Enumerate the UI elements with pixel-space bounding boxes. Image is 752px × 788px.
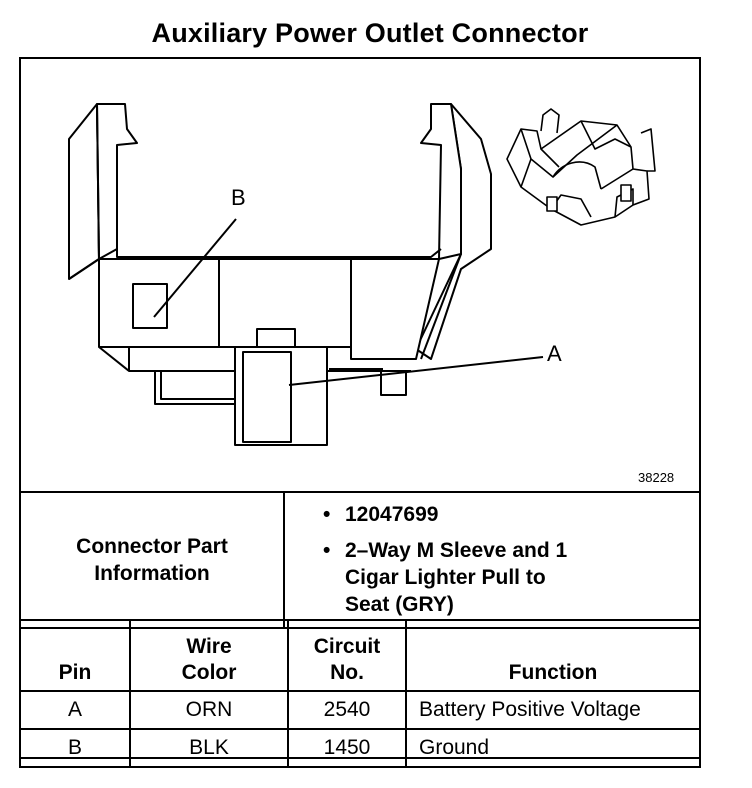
callout-b-label: B [231,185,246,210]
terminal-cavity-a [234,346,383,446]
left-latch-arm [68,103,138,280]
function-cell: Battery Positive Voltage [405,690,701,730]
bullet-icon: • [323,503,331,526]
wire-color-cell: ORN [129,690,289,730]
connector-info-table: Connector Part Information • 12047699 • … [19,491,701,629]
header-text: Color [181,661,237,684]
header-text: Circuit [313,635,381,658]
wire-color-column-header: Wire Color [129,619,289,692]
pin-cell: A [19,690,131,730]
circuit-column-header: Circuit No. [287,619,407,692]
function-cell: Ground [405,728,701,768]
part-number-item: • 12047699 [285,501,699,528]
right-latch-arm [415,103,492,360]
pin-column-header: Pin [19,619,131,692]
circuit-cell: 2540 [287,690,407,730]
page-title: Auxiliary Power Outlet Connector [151,18,589,48]
connector-isometric-view [506,108,656,226]
callout-b-leader [153,218,237,318]
pin-table-header: Pin Wire Color Circuit No. Function [19,619,701,692]
connector-description-item: • 2–Way M Sleeve and 1 Cigar Lighter Pul… [285,537,699,618]
pin-cell: B [19,728,131,768]
header-text: No. [330,661,364,684]
function-column-header: Function [405,619,701,692]
table-row: B BLK 1450 Ground [19,728,701,768]
connector-description-line: Cigar Lighter Pull to [345,566,546,589]
connector-description-line: 2–Way M Sleeve and 1 [345,539,568,562]
pin-table: Pin Wire Color Circuit No. Function A OR… [19,619,701,768]
bullet-icon: • [323,539,331,562]
callout-a-label: A [547,341,562,366]
connector-info-label-line: Information [94,562,210,585]
header-text: Wire [186,635,232,658]
wire-color-cell: BLK [129,728,289,768]
connector-illustration [21,59,699,491]
part-number: 12047699 [345,503,439,526]
connector-description-line: Seat (GRY) [345,593,454,616]
figure-number: 38228 [638,470,675,485]
header-text: Pin [58,661,92,684]
connector-info-label: Connector Part Information [19,491,285,629]
connector-info-values: • 12047699 • 2–Way M Sleeve and 1 Cigar … [283,491,701,629]
cradle [116,248,442,258]
callout-a-leader [288,356,544,386]
header-text: Function [508,661,598,684]
table-row: A ORN 2540 Battery Positive Voltage [19,690,701,730]
connector-info-label-line: Connector Part [76,535,228,558]
circuit-cell: 1450 [287,728,407,768]
